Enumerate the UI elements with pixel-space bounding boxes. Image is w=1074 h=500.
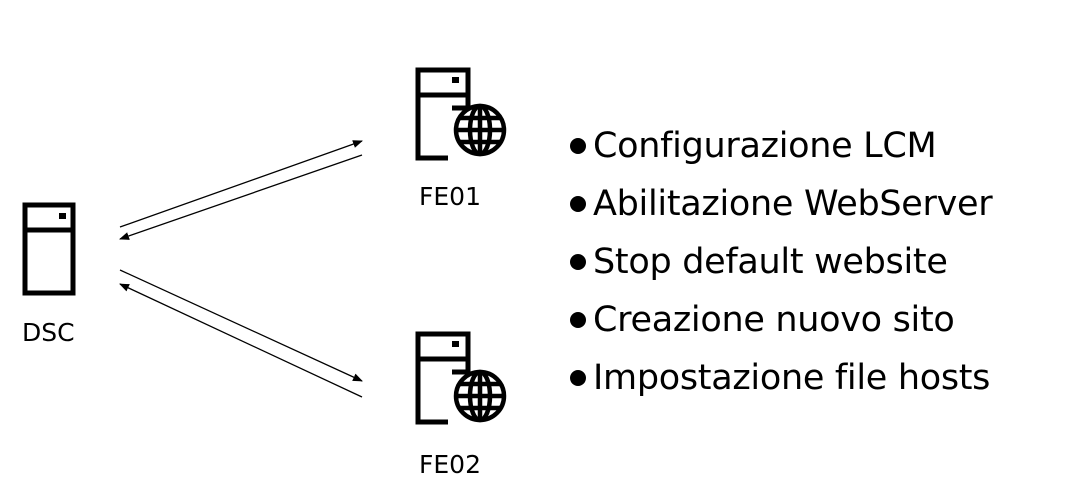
fe02-globe-icon [453, 369, 507, 423]
dsc-server-icon [22, 202, 76, 296]
task-text: Configurazione LCM [593, 126, 937, 166]
dsc-label: DSC [22, 318, 75, 347]
task-text: Creazione nuovo sito [593, 300, 955, 340]
arrow-dsc-to-fe01 [119, 140, 363, 228]
bullet-icon [570, 138, 586, 154]
arrow-dsc-to-fe02 [119, 269, 363, 382]
arrow-fe01-to-dsc [119, 154, 363, 240]
fe02-label: FE02 [419, 450, 481, 479]
arrow-fe02-to-dsc [119, 283, 363, 398]
task-item: Impostazione file hosts [566, 349, 992, 407]
bullet-icon [570, 370, 586, 386]
bullet-icon [570, 254, 586, 270]
bullet-icon [570, 196, 586, 212]
bullet-icon [570, 312, 586, 328]
task-item: Abilitazione WebServer [566, 175, 993, 233]
task-text: Stop default website [593, 242, 948, 282]
fe01-globe-icon [453, 103, 507, 157]
task-item: Creazione nuovo sito [566, 291, 992, 349]
task-list: Configurazione LCM Abilitazione WebServe… [566, 117, 993, 407]
task-item: Stop default website [566, 233, 992, 291]
task-text: Impostazione file hosts [593, 358, 991, 398]
fe02-web-server-icon [415, 331, 507, 425]
task-item: Configurazione LCM [566, 117, 992, 175]
fe01-label: FE01 [419, 182, 481, 211]
task-text: Abilitazione WebServer [593, 184, 993, 224]
fe01-web-server-icon [415, 67, 507, 161]
